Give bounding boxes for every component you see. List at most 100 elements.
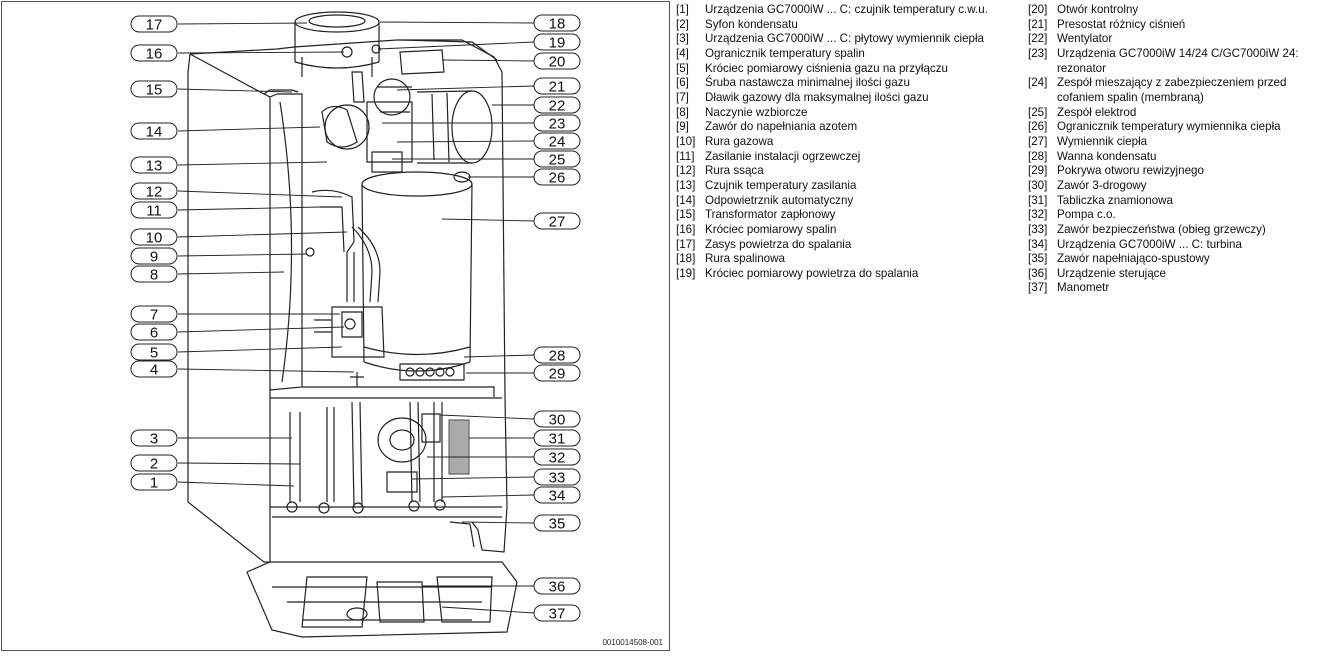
callout-number: 35 [549,516,566,533]
callout-20: 20 [533,52,581,71]
callout-number: 32 [549,450,566,467]
callout-badge [130,15,178,33]
callout-badge [533,168,581,186]
callout-number: 23 [549,116,566,133]
legend-number: [16] [676,222,696,236]
callout-5: 5 [130,343,178,362]
legend-text: Wentylator [1057,32,1113,46]
legend-item: [35]Zawór napełniająco-spustowy [1028,252,1330,267]
callout-number: 27 [549,214,566,231]
callout-number: 18 [549,16,566,33]
legend-item: [24]Zespół mieszający z zabezpieczeniem … [1028,76,1330,105]
callout-badge [130,44,178,62]
legend-text: Czujnik temperatury zasilania [705,178,857,192]
callout-1: 1 [130,473,178,492]
callout-number: 12 [146,184,163,201]
legend-text: Rura ssąca [705,164,764,178]
callout-badge [533,346,581,364]
legend-text: Urządzenie sterujące [1057,266,1166,280]
legend-text: Zespół elektrod [1057,105,1137,119]
legend-text: Zawór 3-drogowy [1057,178,1147,192]
callout-badge [533,114,581,132]
mixer-unit [321,71,413,173]
legend-item: [31]Tabliczka znamionowa [1028,194,1330,209]
flue-pipe [294,11,381,77]
expansion-vessel [279,101,293,383]
callout-14: 14 [130,122,178,141]
callout-26: 26 [533,168,581,187]
callout-22: 22 [533,96,581,115]
callout-badge [130,201,178,219]
callout-number: 11 [146,203,162,220]
callout-6: 6 [130,323,178,342]
legend-item: [8]Naczynie wzbiorcze [676,106,1006,121]
legend-item: [17]Zasys powietrza do spalania [676,238,1006,253]
legend-item: [21]Presostat różnicy ciśnień [1028,18,1330,33]
legend-text: Zawór napełniająco-spustowy [1057,252,1210,266]
legend-text: Presostat różnicy ciśnień [1057,17,1186,31]
legend-number: [6] [676,76,689,90]
legend-text: Króciec pomiarowy spalin [705,222,837,236]
legend-item: [5]Króciec pomiarowy ciśnienia gazu na p… [676,62,1006,77]
callout-4: 4 [130,360,178,379]
inner-chamber [269,93,502,518]
legend-number: [19] [676,266,696,280]
legend-item: [16] Króciec pomiarowy spalin [676,223,1006,238]
legend-number: [13] [676,178,696,192]
callout-badge [130,343,178,361]
callout-number: 17 [146,17,163,34]
callout-badge [533,150,581,168]
legend-item: [23]Urządzenia GC7000iW 14/24 C/GC7000iW… [1028,47,1330,76]
callout-badge [533,448,581,466]
legend-item: [11]Zasilanie instalacji ogrzewczej [676,150,1006,165]
legend-number: [12] [676,164,696,178]
legend-number: [20] [1028,3,1048,16]
callout-33: 33 [533,468,581,487]
legend-item: [15]Transformator zapłonowy [676,208,1006,223]
legend-text: Zawór do napełniania azotem [705,120,858,134]
callout-10: 10 [130,228,178,247]
rating-plate [448,419,470,475]
callout-35: 35 [533,514,581,533]
condensate-tray [399,363,465,381]
legend-number: [15] [676,208,696,222]
callout-badge [533,577,581,595]
callout-34: 34 [533,486,581,505]
legend-text: Śruba nastawcza minimalnej ilości gazu [705,76,910,90]
callout-25: 25 [533,150,581,169]
legend-item: [10]Rura gazowa [676,135,1006,150]
legend-text: Zasilanie instalacji ogrzewczej [705,149,861,163]
legend-text: Urządzenia GC7000iW ... C: czujnik tempe… [705,3,988,16]
callout-number: 19 [549,35,566,52]
legend-text: Wymiennik ciepła [1057,134,1148,148]
legend-item: [34]Urządzenia GC7000iW ... C: turbina [1028,238,1330,253]
bottom-connections [286,499,475,548]
callout-number: 36 [549,579,566,596]
callout-15: 15 [130,80,178,99]
legend-item: [18]Rura spalinowa [676,252,1006,267]
callout-number: 30 [549,412,566,429]
pump-assembly [377,413,441,493]
legend-item: [26]Ogranicznik temperatury wymiennika c… [1028,120,1330,135]
legend-text: Otwór kontrolny [1057,3,1139,16]
legend-number: [7] [676,90,689,104]
callout-28: 28 [533,346,581,365]
legend-item: [14]Odpowietrznik automatyczny [676,194,1006,209]
callout-badge [533,486,581,504]
callout-number: 9 [150,249,158,266]
control-unit [246,561,518,638]
callout-number: 4 [150,362,158,379]
callout-badge [130,305,178,323]
callout-badge [533,429,581,447]
figure-code: 0010014508-001 [602,638,663,647]
legend-number: [22] [1028,32,1048,46]
legend-item: [6] Śruba nastawcza minimalnej ilości gaz… [676,76,1006,91]
legend-text: Tabliczka znamionowa [1057,193,1173,207]
legend-column-2: [20] Otwór kontrolny [21]Presostat różnicy… [1028,3,1330,296]
callout-31: 31 [533,429,581,448]
legend-number: [34] [1028,237,1048,251]
callout-badge [533,604,581,622]
callout-number: 1 [150,475,158,492]
legend-text: Wanna kondensatu [1057,149,1157,163]
